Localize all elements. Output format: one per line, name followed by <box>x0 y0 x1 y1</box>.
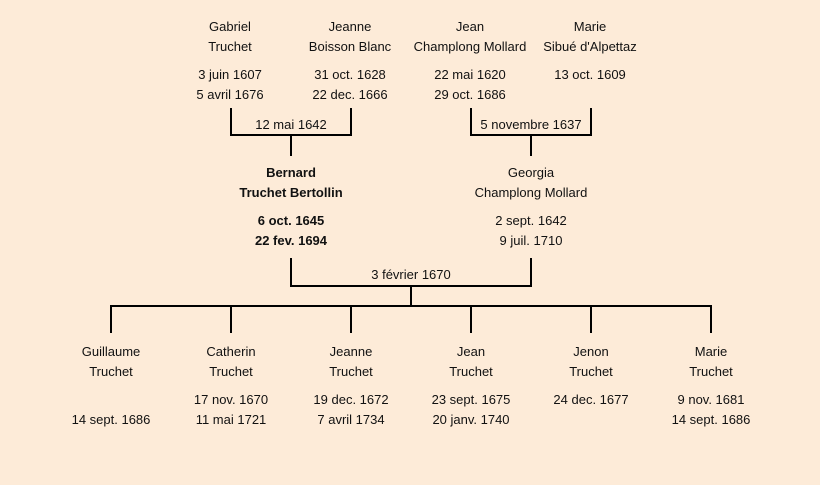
marriage-date: 12 mai 1642 <box>255 117 327 132</box>
connector-line <box>230 305 232 333</box>
connector-line <box>710 305 712 333</box>
birth-date: 13 oct. 1609 <box>554 67 626 82</box>
first-name: Guillaume <box>81 344 141 359</box>
death-date: 7 avril 1734 <box>317 412 385 427</box>
birth-date: 2 sept. 1642 <box>495 213 567 228</box>
last-name: Truchet Bertollin <box>239 185 343 200</box>
connector-line <box>110 305 112 333</box>
death-date: 9 juil. 1710 <box>499 233 563 248</box>
birth-date: 23 sept. 1675 <box>431 392 511 407</box>
last-name: Truchet <box>689 364 733 379</box>
death-date <box>510 85 670 105</box>
last-name: Champlong Mollard <box>474 185 588 200</box>
birth-date: 3 juin 1607 <box>198 67 262 82</box>
first-name: Jeanne <box>328 19 372 34</box>
birth-date: 19 dec. 1672 <box>313 392 389 407</box>
connector-line <box>350 108 352 136</box>
birth-date: 24 dec. 1677 <box>553 392 629 407</box>
death-date: 22 dec. 1666 <box>312 87 388 102</box>
death-date: 14 sept. 1686 <box>71 412 151 427</box>
first-name: Jean <box>456 344 486 359</box>
first-name: Jean <box>455 19 485 34</box>
first-name: Bernard <box>266 165 316 180</box>
connector-line <box>470 108 472 136</box>
connector-line <box>410 285 412 307</box>
last-name: Truchet <box>208 39 252 54</box>
connector-line <box>530 134 532 156</box>
first-name: Marie <box>694 344 728 359</box>
last-name: Truchet <box>209 364 253 379</box>
birth-date: 9 nov. 1681 <box>677 392 745 407</box>
connector-line <box>110 305 712 307</box>
first-name: Georgia <box>507 165 555 180</box>
last-name: Truchet <box>329 364 373 379</box>
connector-line <box>590 108 592 136</box>
first-name: Gabriel <box>209 19 251 34</box>
birth-date: 6 oct. 1645 <box>257 213 325 228</box>
connector-line <box>350 305 352 333</box>
birth-date: 31 oct. 1628 <box>314 67 386 82</box>
first-name: Jeanne <box>329 344 373 359</box>
last-name: Truchet <box>89 364 133 379</box>
last-name: Truchet <box>569 364 613 379</box>
marriage-date: 5 novembre 1637 <box>480 117 582 132</box>
first-name: Marie <box>573 19 607 34</box>
death-date: 14 sept. 1686 <box>671 412 751 427</box>
connector-line <box>290 258 292 287</box>
last-name: Sibué d'Alpettaz <box>543 39 637 54</box>
first-name: Catherin <box>206 344 256 359</box>
death-date: 29 oct. 1686 <box>434 87 506 102</box>
connector-line <box>290 134 292 156</box>
connector-line <box>470 305 472 333</box>
death-date: 11 mai 1721 <box>195 412 267 427</box>
connector-line <box>530 258 532 287</box>
death-date: 22 fev. 1694 <box>254 233 328 248</box>
death-date: 20 janv. 1740 <box>432 412 510 427</box>
last-name: Boisson Blanc <box>308 39 392 54</box>
death-date: 5 avril 1676 <box>196 87 264 102</box>
connector-line <box>230 108 232 136</box>
marriage-date: 3 février 1670 <box>371 267 451 282</box>
birth-date: 22 mai 1620 <box>434 67 506 82</box>
last-name: Truchet <box>449 364 493 379</box>
connector-line <box>590 305 592 333</box>
birth-date: 17 nov. 1670 <box>193 392 269 407</box>
first-name: Jenon <box>573 344 609 359</box>
last-name: Champlong Mollard <box>413 39 527 54</box>
